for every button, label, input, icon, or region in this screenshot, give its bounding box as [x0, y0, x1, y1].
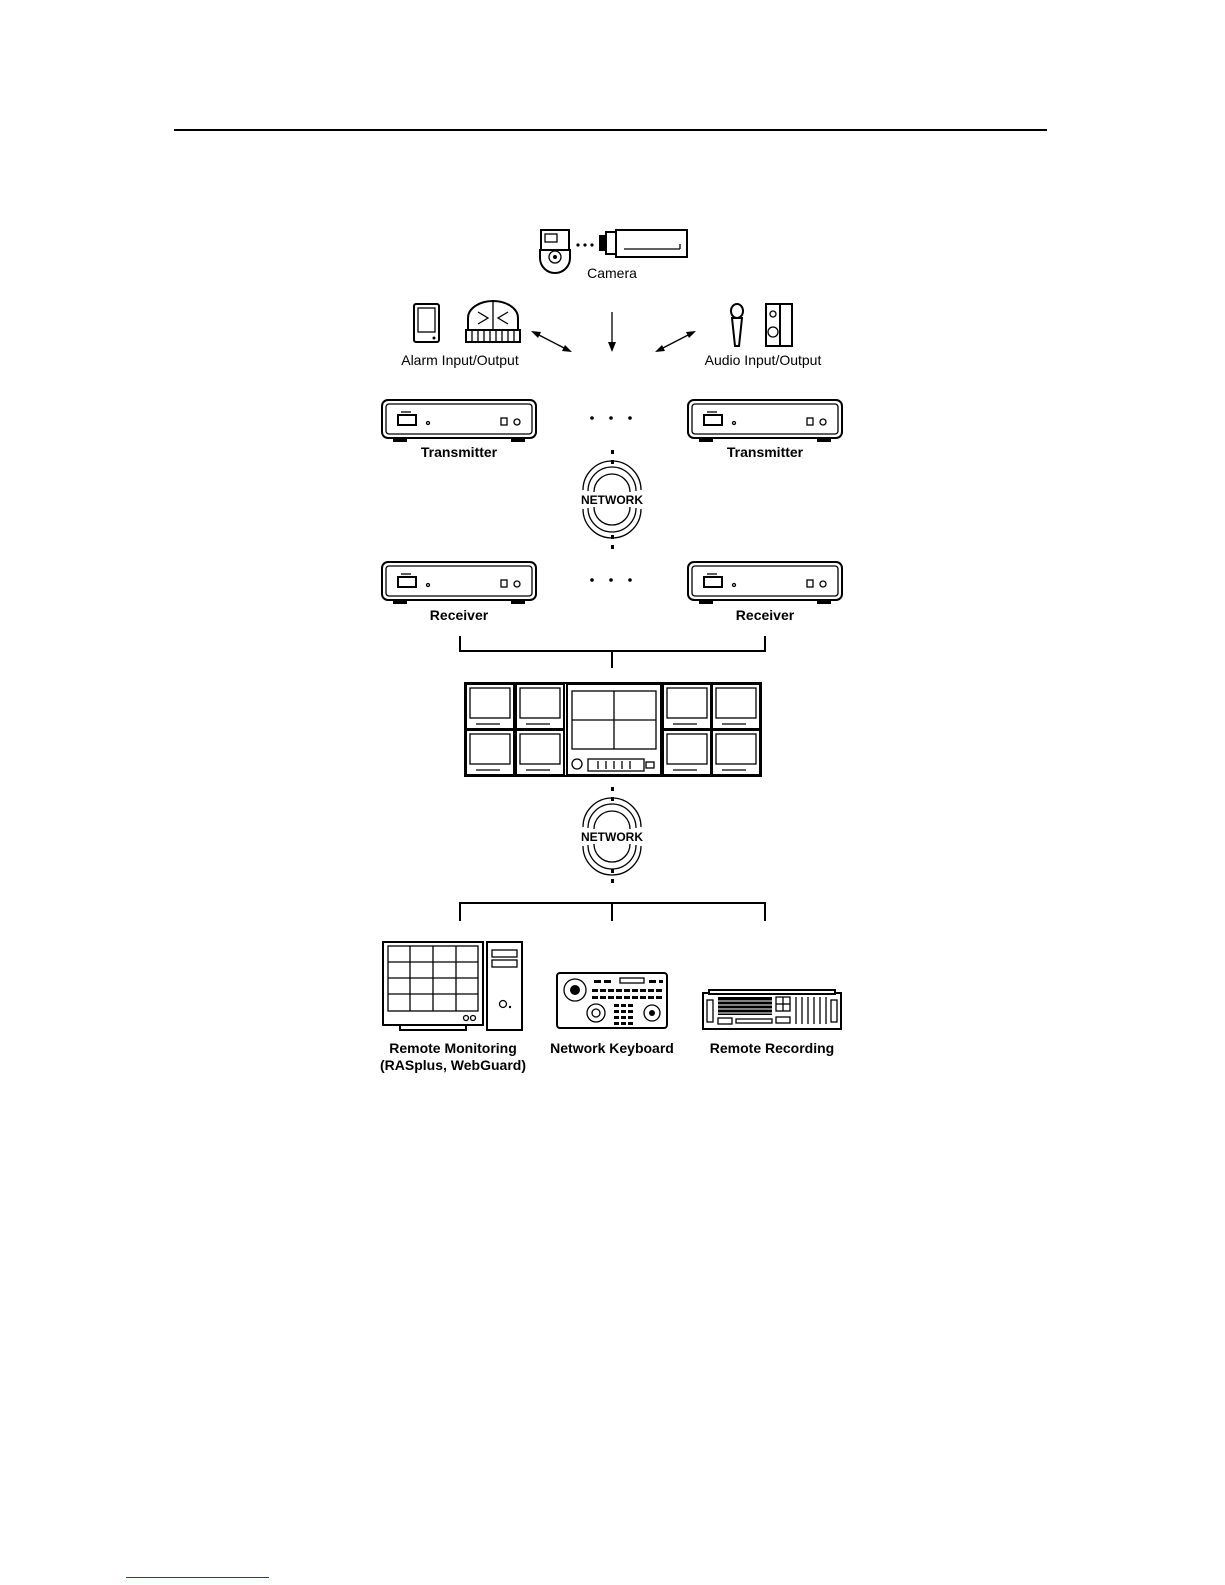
dotted-link-2: [611, 535, 614, 549]
remote-monitoring-sublabel: (RASplus, WebGuard): [380, 1057, 526, 1073]
remote-monitoring-label: Remote Monitoring: [389, 1040, 517, 1056]
alarm-siren-icon: [466, 301, 520, 342]
video-receiver-icon-left: [382, 562, 536, 604]
network-top-label: NETWORK: [581, 493, 643, 507]
video-transmitter-icon-left: [382, 400, 536, 442]
dotted-link-4: [611, 869, 614, 883]
camera-label: Camera: [587, 265, 637, 281]
arrows: [531, 312, 696, 352]
transmitter-left-label: Transmitter: [421, 444, 498, 460]
bottom-link-underline: [126, 1577, 269, 1578]
network-bottom-label: NETWORK: [581, 830, 643, 844]
transmitter-dots: [590, 416, 632, 420]
control-keyboard-icon: [557, 973, 667, 1028]
dotted-link-1: [611, 450, 614, 464]
alarm-label: Alarm Input/Output: [401, 352, 519, 368]
transmitter-right-label: Transmitter: [727, 444, 804, 460]
camera-dots: [576, 243, 593, 246]
video-transmitter-icon-right: [688, 400, 842, 442]
monitor-wall-icon: [465, 683, 761, 776]
network-keyboard-label: Network Keyboard: [550, 1040, 674, 1056]
receiver-right-label: Receiver: [736, 607, 795, 623]
ptz-dome-camera-icon: [540, 230, 570, 273]
audio-label: Audio Input/Output: [705, 352, 822, 368]
dotted-link-3: [611, 787, 614, 801]
pc-workstation-icon: [383, 942, 522, 1030]
receiver-bracket: [460, 636, 765, 668]
bottom-bracket: [460, 903, 765, 921]
microphone-icon: [731, 304, 743, 346]
box-camera-icon: [599, 230, 687, 257]
speaker-icon: [766, 304, 792, 346]
receiver-dots: [590, 578, 632, 582]
rack-recorder-icon: [703, 990, 841, 1029]
alarm-sensor-icon: [414, 304, 439, 342]
remote-recording-label: Remote Recording: [710, 1040, 834, 1056]
receiver-left-label: Receiver: [430, 607, 489, 623]
video-receiver-icon-right: [688, 562, 842, 604]
